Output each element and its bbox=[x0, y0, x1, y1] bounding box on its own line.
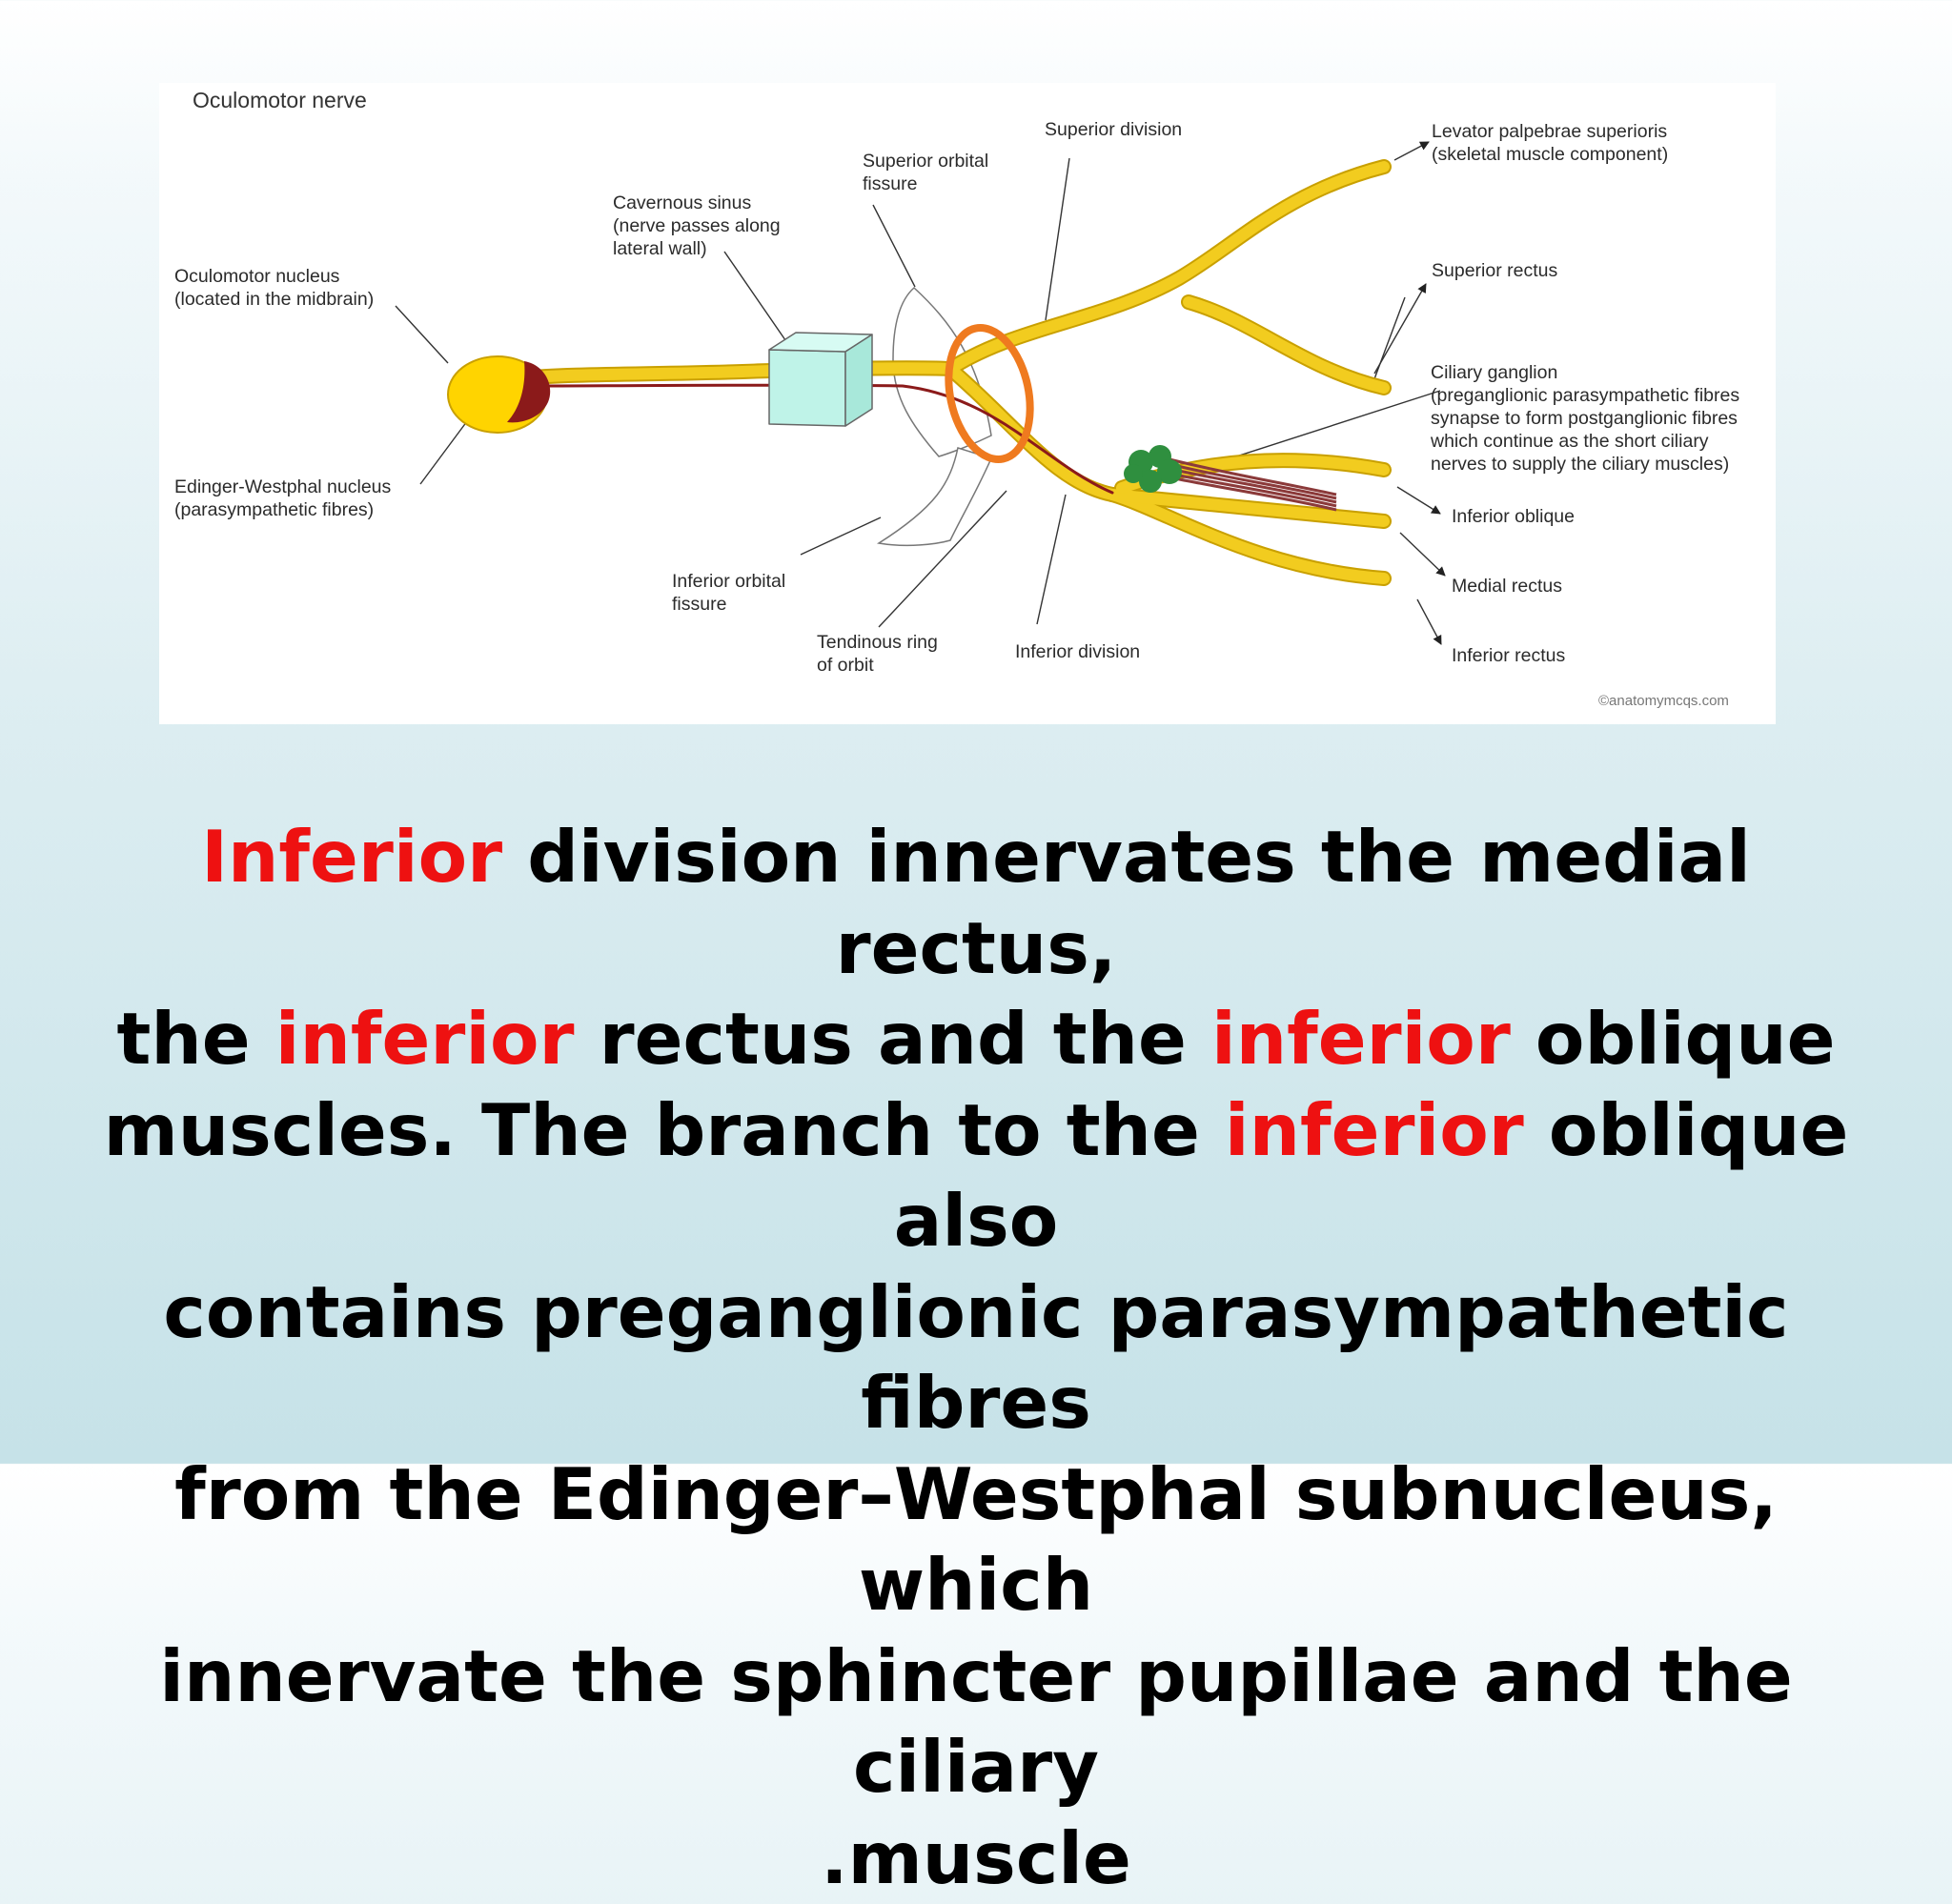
cavernous-sinus-shape bbox=[769, 333, 872, 426]
caption-text: Inferior division innervates the medial … bbox=[57, 812, 1895, 1904]
highlight-word: Inferior bbox=[201, 815, 502, 899]
caption-line-3: muscles. The branch to the inferior obli… bbox=[57, 1085, 1895, 1267]
caption-line-2: the inferior rectus and the inferior obl… bbox=[57, 994, 1895, 1085]
label-inferior-orbital-fissure: Inferior orbital fissure bbox=[672, 570, 785, 616]
label-edinger-westphal-nucleus: Edinger-Westphal nucleus (parasympatheti… bbox=[174, 476, 391, 521]
highlight-word: inferior bbox=[1225, 1088, 1524, 1172]
caption-line-7: .muscle bbox=[57, 1813, 1895, 1904]
label-superior-division: Superior division bbox=[1045, 118, 1182, 141]
diagram-title: Oculomotor nerve bbox=[193, 89, 367, 111]
caption-line-1: Inferior division innervates the medial … bbox=[57, 812, 1895, 994]
label-inferior-oblique: Inferior oblique bbox=[1452, 505, 1575, 528]
label-superior-rectus: Superior rectus bbox=[1432, 259, 1557, 282]
caption-line-4: contains preganglionic parasympathetic f… bbox=[57, 1267, 1895, 1449]
caption-line-5: from the Edinger–Westphal subnucleus, wh… bbox=[57, 1449, 1895, 1631]
label-levator-palpebrae-superioris: Levator palpebrae superioris (skeletal m… bbox=[1432, 120, 1668, 166]
label-ciliary-ganglion: Ciliary ganglion (preganglionic parasymp… bbox=[1431, 361, 1739, 476]
caption-line-6: innervate the sphincter pupillae and the… bbox=[57, 1631, 1895, 1813]
label-oculomotor-nucleus: Oculomotor nucleus (located in the midbr… bbox=[174, 265, 374, 311]
label-medial-rectus: Medial rectus bbox=[1452, 575, 1562, 598]
label-inferior-rectus: Inferior rectus bbox=[1452, 644, 1565, 667]
oculomotor-nerve-diagram: Oculomotor nerve Oculomotor nucleus (loc… bbox=[159, 83, 1776, 724]
label-inferior-division: Inferior division bbox=[1015, 640, 1140, 663]
highlight-word: inferior bbox=[1211, 997, 1511, 1081]
highlight-word: inferior bbox=[275, 997, 575, 1081]
label-cavernous-sinus: Cavernous sinus (nerve passes along late… bbox=[613, 192, 781, 260]
copyright-notice: ©anatomymcqs.com bbox=[1598, 690, 1729, 713]
inferior-orbital-fissure-shape bbox=[879, 448, 991, 545]
label-tendinous-ring: Tendinous ring of orbit bbox=[817, 631, 938, 677]
label-superior-orbital-fissure: Superior orbital fissure bbox=[863, 150, 988, 195]
